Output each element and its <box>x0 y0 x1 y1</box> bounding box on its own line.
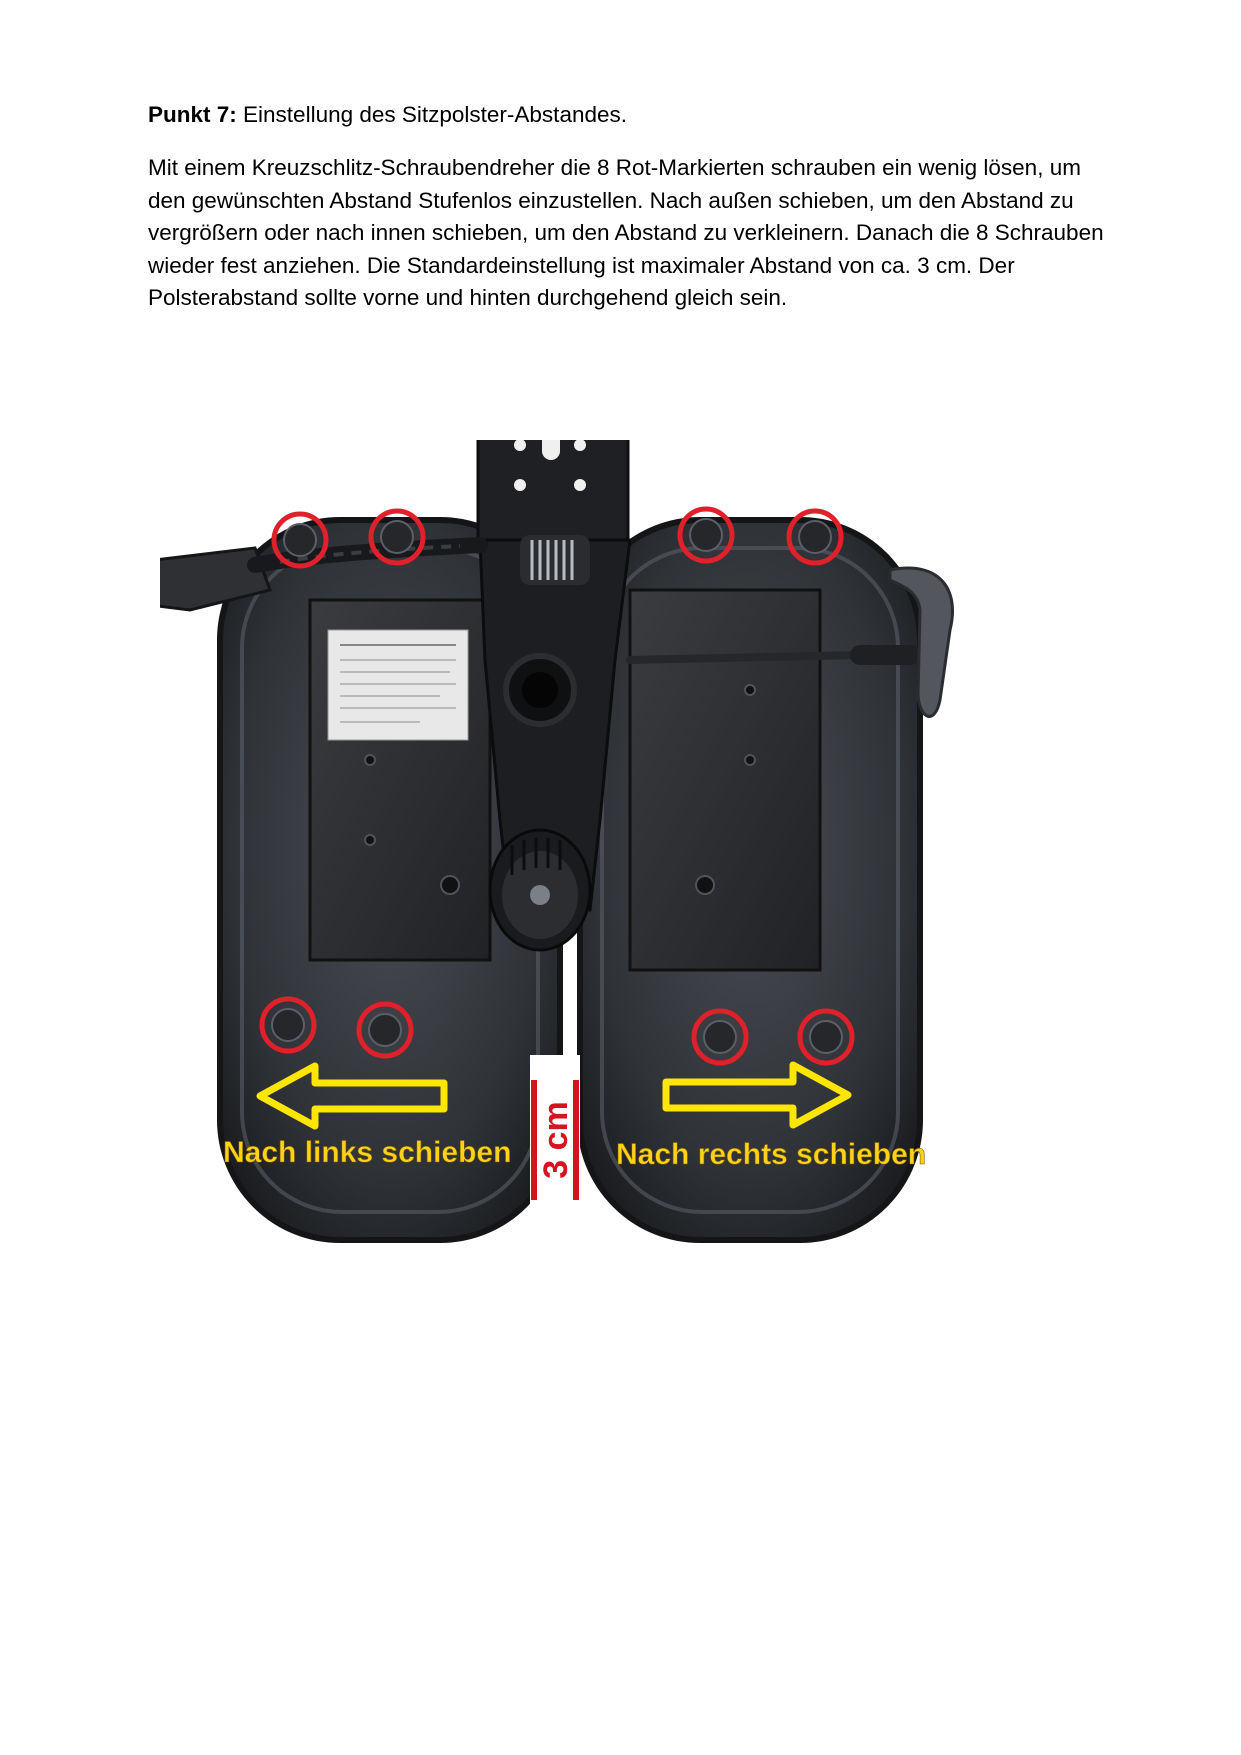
marked-screw-bottom-left-outer <box>259 996 317 1054</box>
product-sticker <box>327 629 469 741</box>
left-push-label: Nach links schieben <box>223 1136 511 1169</box>
marked-screw-group <box>259 506 855 1066</box>
right-mounting-plate <box>628 588 822 972</box>
tension-adjust-knob <box>488 828 592 952</box>
right-arrow-icon <box>662 1061 852 1129</box>
tilt-mechanism <box>478 538 632 912</box>
seat-underside-photo: 3 cm Nach links schieben Nach rechts sch… <box>160 440 1080 1365</box>
left-arrow-icon <box>256 1062 448 1130</box>
gap-label: 3 cm <box>537 1101 575 1179</box>
instruction-paragraph: Mit einem Kreuzschlitz-Schraubendreher d… <box>148 155 1104 310</box>
gap-measurement: 3 cm <box>530 1055 580 1365</box>
section-heading-text: Einstellung des Sitzpolster-Abstandes. <box>243 102 627 127</box>
top-mounting-bracket <box>476 440 630 542</box>
marked-screw-bottom-right-outer <box>797 1008 855 1066</box>
seat-illustration: 3 cm Nach links schieben Nach rechts sch… <box>160 440 954 1365</box>
marked-screw-bottom-left-inner <box>356 1001 414 1059</box>
right-push-label: Nach rechts schieben <box>616 1138 926 1171</box>
tension-spring <box>520 535 590 585</box>
section-heading-label: Punkt 7: <box>148 102 237 127</box>
height-lever-handle <box>160 537 488 612</box>
marked-screw-top-left-inner <box>368 508 426 566</box>
marked-screw-bottom-right-inner <box>691 1008 749 1066</box>
section-heading: Punkt 7: Einstellung des Sitzpolster-Abs… <box>148 100 1108 130</box>
marked-screw-top-left-outer <box>271 511 329 569</box>
marked-screw-top-right-inner <box>677 506 735 564</box>
marked-screw-top-right-outer <box>786 508 844 566</box>
tilt-lock-lever <box>626 566 954 718</box>
unmarked-screws <box>364 684 756 895</box>
